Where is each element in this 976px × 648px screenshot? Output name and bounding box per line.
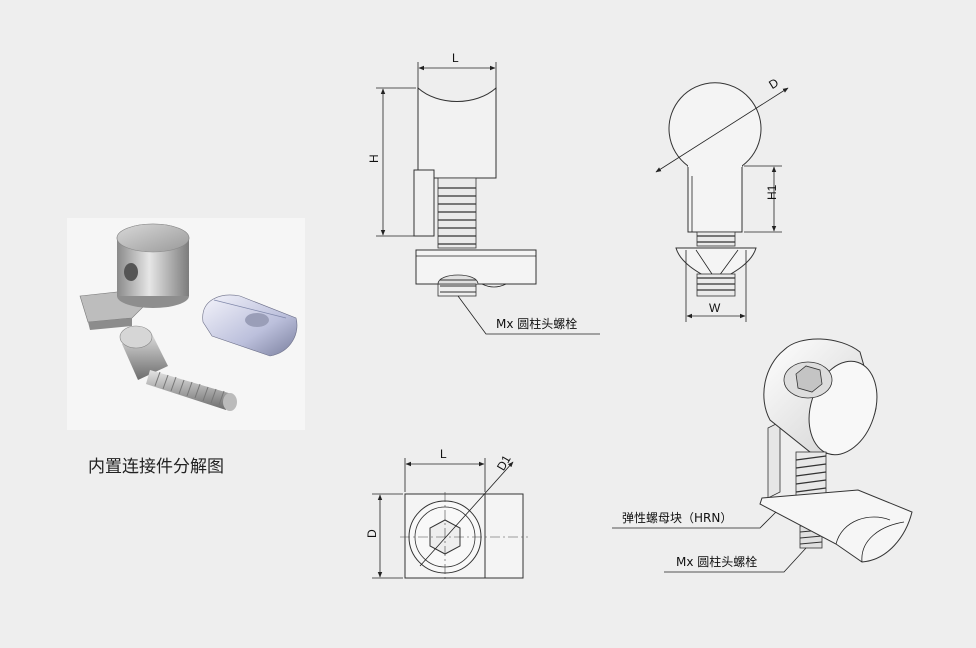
dim-d1-top: D1	[494, 452, 514, 473]
dim-d-top: D	[365, 529, 379, 538]
side-view: L H Mx 圆柱头螺栓	[367, 51, 600, 335]
spring-nut-iso	[759, 489, 913, 563]
top-view: L D1 D	[365, 447, 528, 582]
bolt-callout-leader-iso	[664, 547, 807, 573]
dim-h-side: H	[367, 154, 381, 163]
dim-l-top: L	[440, 447, 447, 461]
dim-l-side: L	[452, 51, 459, 65]
cap-screw-photo	[119, 325, 237, 411]
tab-top	[484, 493, 524, 579]
iso-view: 弹性螺母块（HRN） Mx 圆柱头螺栓	[612, 338, 913, 573]
head-outline	[668, 82, 762, 233]
side-tab	[413, 169, 435, 237]
hex-socket-iso	[795, 365, 823, 393]
dim-h1-front: H1	[765, 184, 779, 200]
nut-callout-leader-iso	[612, 511, 777, 529]
bolt-thread-front	[696, 231, 736, 247]
bolt-thread-side	[437, 177, 477, 249]
dim-w-front: W	[709, 301, 721, 315]
nut-callout-iso: 弹性螺母块（HRN）	[622, 511, 732, 525]
body-outline	[417, 86, 497, 179]
front-view: D H1 W	[655, 75, 789, 322]
spring-nut-side	[415, 249, 537, 285]
bolt-callout-side: Mx 圆柱头螺栓	[496, 316, 577, 331]
dim-d-front: D	[766, 75, 781, 92]
spring-nut-photo	[202, 294, 298, 357]
bolt-callout-leader-side	[457, 295, 600, 335]
exploded-photo: 内置连接件分解图	[67, 218, 305, 477]
bolt-callout-iso: Mx 圆柱头螺栓	[676, 554, 757, 569]
cylinder-body-photo	[79, 223, 190, 330]
photo-caption: 内置连接件分解图	[88, 457, 224, 477]
